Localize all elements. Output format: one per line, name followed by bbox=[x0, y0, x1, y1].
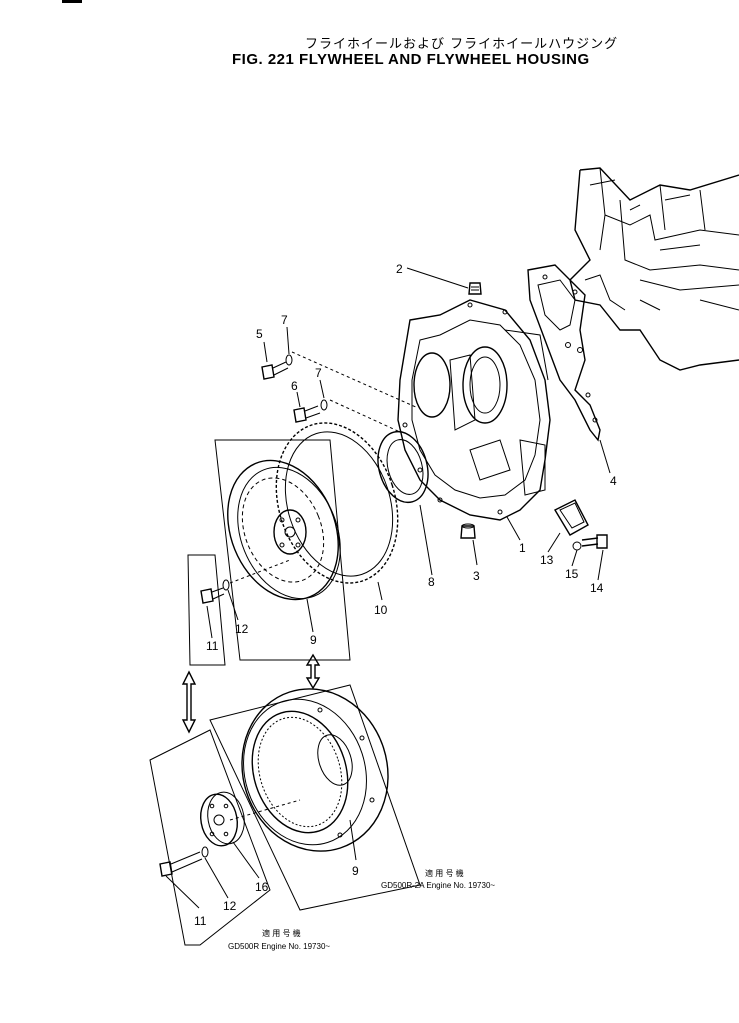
label-part-13: 13 bbox=[540, 553, 554, 567]
title-japanese: フライホイールおよび フライホイールハウジング bbox=[305, 37, 619, 52]
label-part-14: 14 bbox=[590, 581, 604, 595]
label-part-15: 15 bbox=[565, 567, 579, 581]
washer-part-7b bbox=[320, 399, 328, 411]
plug-part-3 bbox=[460, 523, 476, 539]
washer-part-12-lower bbox=[201, 846, 209, 858]
label-part-6: 6 bbox=[291, 379, 298, 393]
assembly-line-housing-bolts bbox=[291, 351, 419, 433]
label-part-8: 8 bbox=[428, 575, 435, 589]
bolt-part-6 bbox=[293, 405, 321, 423]
label-part-5: 5 bbox=[256, 327, 263, 341]
cover-part-13 bbox=[554, 499, 589, 536]
adapter-part-16 bbox=[200, 791, 245, 847]
interchange-arrow-right bbox=[305, 653, 321, 690]
label-part-4: 4 bbox=[610, 474, 617, 488]
ring-gear-part-10 bbox=[275, 422, 399, 584]
label-part-9-lower: 9 bbox=[352, 864, 359, 878]
assembly-line-upper-bolt bbox=[229, 559, 291, 584]
washer-part-15 bbox=[572, 541, 582, 551]
bolt-part-5 bbox=[261, 361, 289, 380]
label-part-7a: 7 bbox=[281, 313, 288, 327]
label-part-11-upper: 11 bbox=[206, 639, 219, 653]
label-part-1: 1 bbox=[519, 541, 526, 555]
note-upper-jp: 適 用 号 機 bbox=[425, 868, 464, 878]
label-part-7b: 7 bbox=[315, 366, 322, 380]
label-part-2: 2 bbox=[396, 262, 403, 276]
lower-bolt-frame bbox=[149, 729, 271, 946]
label-part-9-upper: 9 bbox=[310, 633, 317, 647]
gasket-part-4 bbox=[527, 264, 601, 442]
label-part-16: 16 bbox=[255, 880, 269, 894]
lower-flywheel-frame bbox=[209, 684, 421, 911]
bolt-part-11-lower bbox=[159, 851, 203, 877]
flywheel-housing-part-1 bbox=[397, 299, 551, 521]
plug-part-2 bbox=[468, 282, 482, 295]
note-lower-text: GD500R Engine No. 19730~ bbox=[228, 942, 330, 951]
flywheel-part-9-upper bbox=[227, 459, 341, 601]
engine-block bbox=[569, 167, 739, 371]
washer-part-12-upper bbox=[222, 579, 230, 591]
label-part-12-lower: 12 bbox=[223, 899, 237, 913]
figure-title: FIG. 221 FLYWHEEL AND FLYWHEEL HOUSING bbox=[232, 51, 590, 68]
oil-seal-part-8 bbox=[377, 430, 429, 504]
bolt-part-11-upper bbox=[200, 587, 225, 604]
note-upper-text: GD500R-2A Engine No. 19730~ bbox=[381, 881, 495, 890]
assembly-line-lower bbox=[229, 799, 301, 821]
leader-lines bbox=[165, 267, 611, 909]
upper-frame bbox=[214, 439, 351, 661]
label-part-10: 10 bbox=[374, 603, 388, 617]
flywheel-part-9-lower bbox=[241, 688, 389, 852]
label-part-3: 3 bbox=[473, 569, 480, 583]
interchange-arrow-left bbox=[181, 670, 197, 734]
bolt-part-14 bbox=[581, 534, 608, 549]
corner-mark bbox=[62, 0, 82, 3]
washer-part-7a bbox=[285, 354, 293, 366]
upper-bolt-frame bbox=[187, 554, 226, 666]
label-part-11-lower: 11 bbox=[194, 914, 207, 928]
label-part-12-upper: 12 bbox=[235, 622, 249, 636]
note-lower-jp: 適 用 号 機 bbox=[262, 928, 301, 938]
